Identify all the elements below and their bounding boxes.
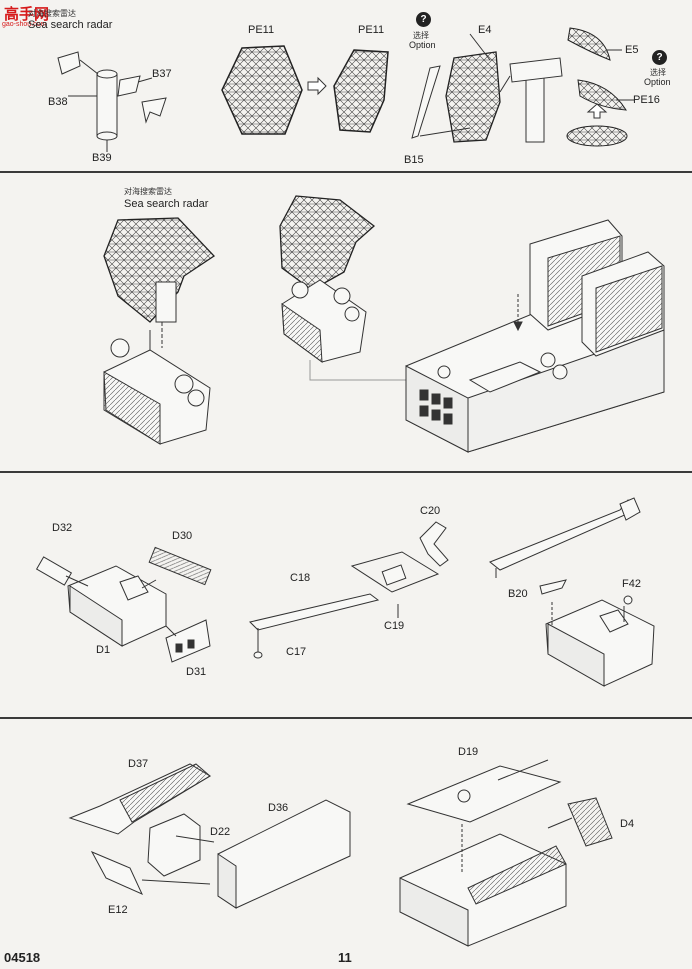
option-b-en: Option — [644, 77, 671, 87]
part-pe11-a: PE11 — [248, 24, 275, 36]
option-b-question-icon: ? — [652, 50, 667, 65]
part-c19: C19 — [384, 620, 405, 632]
part-b38: B38 — [48, 96, 68, 108]
part-d37: D37 — [128, 758, 149, 770]
option-a-en: Option — [409, 40, 436, 50]
panel1-radar-title-cn: 对海搜索雷达 — [28, 9, 76, 18]
part-d19: D19 — [458, 746, 479, 758]
part-d1: D1 — [96, 644, 111, 656]
panel2-radar-title-en: Sea search radar — [124, 198, 209, 210]
part-d32: D32 — [52, 522, 73, 534]
panel1-radar-mast — [57, 51, 167, 152]
watermark-url: gao-shou.com — [2, 21, 47, 28]
panel2-radar-title-cn: 对海搜索雷达 — [124, 187, 172, 196]
part-b15: B15 — [404, 154, 424, 166]
part-e5: E5 — [625, 44, 639, 56]
part-d36: D36 — [268, 802, 289, 814]
panel4-hull-right — [399, 759, 613, 947]
product-code: 04518 — [4, 950, 41, 965]
panel3-deck-d1 — [35, 546, 212, 663]
part-pe16: PE16 — [633, 94, 660, 106]
panel2-superstructure — [405, 219, 665, 453]
part-c18: C18 — [290, 572, 311, 584]
panel3-mast-c18 — [249, 521, 449, 659]
part-b39: B39 — [92, 152, 112, 164]
part-c20: C20 — [420, 505, 441, 517]
option-a-cn: 选择 — [413, 31, 429, 40]
panel4-hull-left — [68, 763, 351, 909]
pe11-mesh-flat — [221, 45, 389, 135]
option-b-cn: 选择 — [650, 68, 666, 77]
panel-divider-2 — [0, 471, 692, 473]
panel1-radar-assembly — [411, 27, 634, 147]
part-d4: D4 — [620, 818, 635, 830]
part-c17: C17 — [286, 646, 307, 658]
panel-divider-1 — [0, 171, 692, 173]
part-pe11-b: PE11 — [358, 24, 385, 36]
part-d31: D31 — [186, 666, 207, 678]
part-d30: D30 — [172, 530, 193, 542]
option-a-question-icon: ? — [416, 12, 431, 27]
panel1-radar-title-en: Sea search radar — [28, 19, 113, 31]
part-e4: E4 — [478, 24, 492, 36]
panel3-mast-assembly — [489, 497, 655, 687]
part-e12: E12 — [108, 904, 128, 916]
part-f42: F42 — [622, 578, 641, 590]
panel-divider-3 — [0, 717, 692, 719]
part-d22: D22 — [210, 826, 231, 838]
part-b37: B37 — [152, 68, 172, 80]
page-number: 11 — [338, 950, 352, 965]
part-b20: B20 — [508, 588, 528, 600]
panel2-radar-assembled — [279, 195, 420, 381]
watermark-logo: 高手网 — [4, 5, 50, 23]
panel2-radar-exploded — [103, 217, 216, 445]
